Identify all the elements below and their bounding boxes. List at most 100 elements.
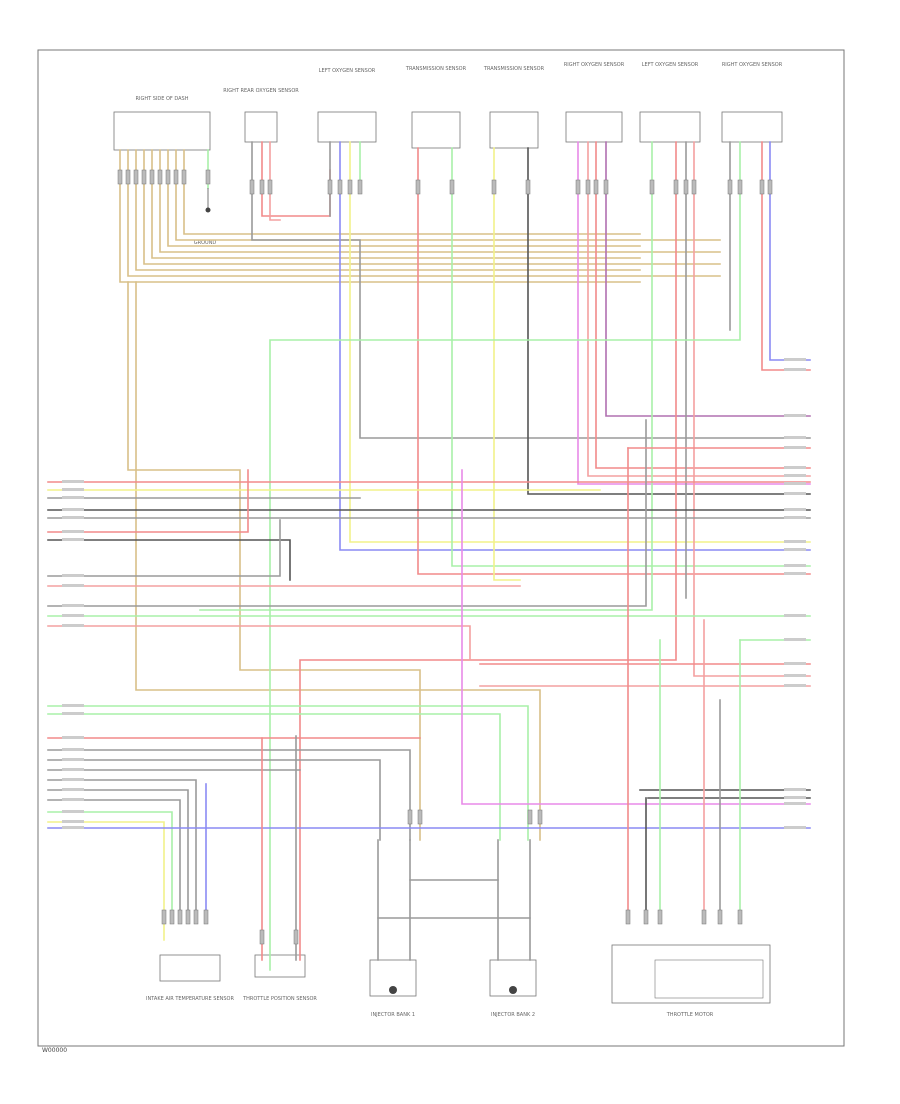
label-trans-1: TRANSMISSION SENSOR	[405, 66, 467, 72]
top-component-labels: RIGHT SIDE OF DASH RIGHT REAR OXYGEN SEN…	[136, 62, 783, 102]
wire-trans2-dark	[527, 147, 811, 495]
label-iat: INTAKE AIR TEMPERATURE SENSOR	[146, 996, 234, 1002]
component-box-trans-1	[411, 111, 461, 149]
connector-iat-3	[185, 909, 191, 925]
left-pin-tag-7	[62, 574, 84, 577]
left-pin-tag-20	[62, 798, 84, 801]
connector-dash-7	[173, 169, 179, 185]
connector-left-o2b-c	[683, 179, 689, 195]
component-box-rear-o2	[244, 111, 278, 143]
component-box-inj2	[489, 959, 537, 997]
right-pin-tag-11	[784, 540, 806, 543]
right-pin-tag-13	[784, 564, 806, 567]
wire-green-7	[47, 713, 501, 841]
connector-trans2-b	[525, 179, 531, 195]
connector-rear-o2-c	[267, 179, 273, 195]
injector1-icon	[389, 986, 397, 994]
right-pin-tag-16	[784, 638, 806, 641]
component-box-throttle-inner	[654, 959, 764, 999]
wire-left-pink-4	[47, 625, 471, 661]
wire-left-gray-3	[47, 519, 281, 577]
wire-dash-tan-4	[151, 149, 641, 259]
wire-dash-tan-5	[159, 149, 721, 253]
left-pin-tag-0	[62, 480, 84, 483]
connector-trans1-b	[449, 179, 455, 195]
left-pin-tag-19	[62, 788, 84, 791]
right-pin-tag-8	[784, 492, 806, 495]
bottom-components	[159, 944, 771, 1004]
connector-iat-5	[203, 909, 209, 925]
wire-right-o2-pink	[587, 141, 811, 477]
footer-code: W00000	[42, 1047, 67, 1054]
right-pin-tag-14	[784, 572, 806, 575]
wire-lower-yellow-6	[47, 821, 165, 941]
connector-tps-0	[259, 929, 265, 945]
component-box-throttle	[611, 944, 771, 1004]
connector-iat-0	[161, 909, 167, 925]
connector-dash-6	[165, 169, 171, 185]
connector-trans2-a	[491, 179, 497, 195]
component-box-inj1	[369, 959, 417, 997]
right-pin-tag-12	[784, 548, 806, 551]
component-box-iat	[159, 954, 221, 982]
connector-right-o2b-b	[737, 179, 743, 195]
wire-dash-tan-0	[119, 149, 641, 283]
connector-dash-4	[149, 169, 155, 185]
label-throttle: THROTTLE MOTOR	[666, 1012, 714, 1018]
right-pin-tag-4	[784, 446, 806, 449]
right-pin-tag-17	[784, 662, 806, 665]
label-right-o2: RIGHT OXYGEN SENSOR	[564, 62, 625, 68]
connector-right-o2-b	[585, 179, 591, 195]
left-pin-tag-14	[62, 736, 84, 739]
left-pin-tag-10	[62, 614, 84, 617]
wire-lower-gray-1	[47, 749, 411, 841]
connector-iat-1	[169, 909, 175, 925]
connector-right-o2b-a	[727, 179, 733, 195]
wire-right-o2-violet	[577, 141, 811, 485]
connector-dash-0	[117, 169, 123, 185]
connector-right-o2-d	[603, 179, 609, 195]
connector-right-o2b-c	[759, 179, 765, 195]
left-pin-tag-8	[62, 584, 84, 587]
connector-throttle-2	[657, 909, 663, 925]
connector-throttle-0	[625, 909, 631, 925]
left-pin-tag-16	[62, 758, 84, 761]
right-pin-tag-3	[784, 436, 806, 439]
right-pin-tag-21	[784, 796, 806, 799]
component-box-left-o2	[317, 111, 377, 143]
connector-left-o2-a	[327, 179, 333, 195]
wire-throttle-violet	[461, 469, 811, 805]
connectors	[117, 169, 773, 945]
component-box-trans-2	[489, 111, 539, 149]
wire-right-o2b-green	[269, 141, 741, 971]
left-pin-tag-21	[62, 810, 84, 813]
wire-dash-tan-down-b	[135, 281, 541, 841]
connector-throttle-1	[643, 909, 649, 925]
label-rear-o2: RIGHT REAR OXYGEN SENSOR	[223, 88, 299, 94]
connector-dash-8	[181, 169, 187, 185]
connector-dash-green	[205, 169, 211, 185]
right-pin-tag-2	[784, 414, 806, 417]
wire-dash-tan-7	[175, 149, 721, 241]
right-pin-tag-9	[784, 508, 806, 511]
wire-dash-tan-down-a	[127, 281, 421, 841]
ground-icon	[205, 188, 211, 213]
left-pin-tag-2	[62, 496, 84, 499]
pin-labels	[62, 358, 806, 829]
left-pin-tag-13	[62, 712, 84, 715]
connector-right-o2-a	[575, 179, 581, 195]
label-left-o2: LEFT OXYGEN SENSOR	[319, 68, 376, 74]
wire-lower-gray-6	[47, 799, 181, 911]
connector-right-o2b-d	[767, 179, 773, 195]
wire-left-red-2	[47, 469, 249, 533]
connector-right-o2-c	[593, 179, 599, 195]
wire-left-o2b-pink	[693, 141, 811, 677]
left-pin-tag-1	[62, 488, 84, 491]
wire-dash-tan-2	[135, 149, 641, 271]
right-pin-tag-1	[784, 368, 806, 371]
connector-dash-1	[125, 169, 131, 185]
right-pin-tag-15	[784, 614, 806, 617]
connector-iat-2	[177, 909, 183, 925]
label-inj2: INJECTOR BANK 2	[491, 1012, 535, 1018]
connector-dash-3	[141, 169, 147, 185]
